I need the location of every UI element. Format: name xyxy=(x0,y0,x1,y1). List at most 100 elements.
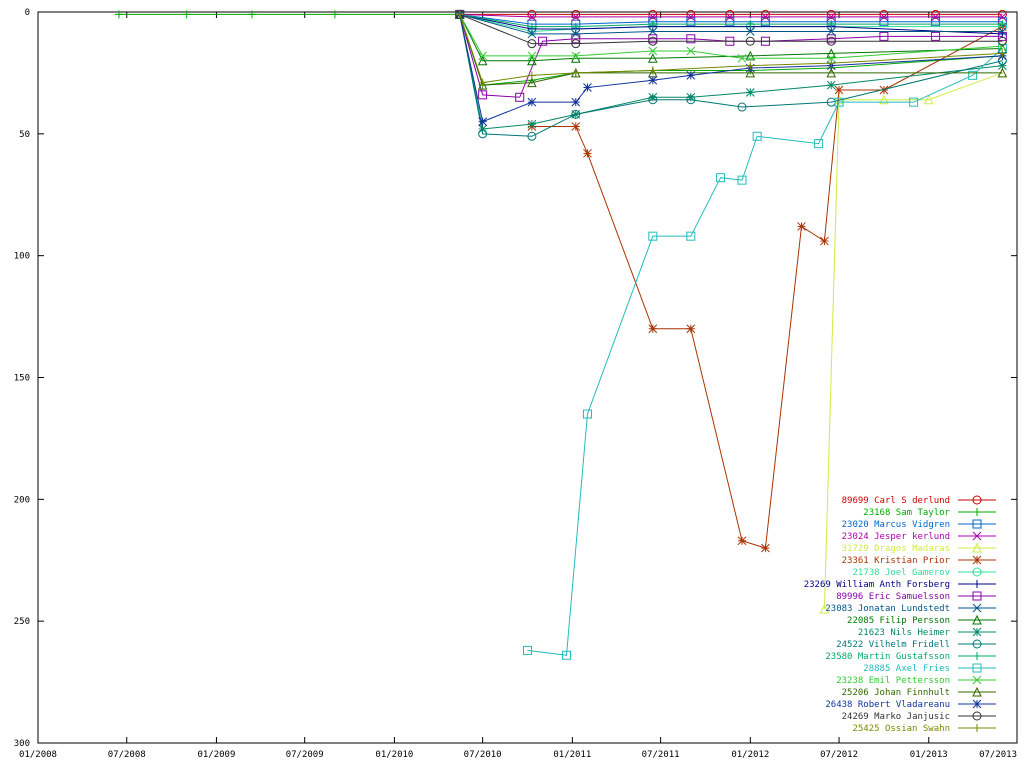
point-square xyxy=(686,34,696,44)
point-square xyxy=(478,90,488,100)
legend-item: 23361 Kristian Prior xyxy=(842,555,996,566)
point-square xyxy=(909,97,919,107)
point-asterisk xyxy=(972,555,982,565)
point-x xyxy=(998,27,1007,36)
point-circle xyxy=(527,39,537,49)
legend-item: 25206 Johan Finnhult xyxy=(842,686,996,698)
point-asterisk xyxy=(648,92,658,102)
point-plus xyxy=(527,22,536,31)
point-x xyxy=(931,12,940,22)
point-circle xyxy=(745,36,755,46)
point-square xyxy=(879,31,889,41)
point-circle xyxy=(972,639,982,649)
point-asterisk xyxy=(797,222,806,231)
legend-item: 21623 Nils Heimer xyxy=(858,627,996,638)
point-asterisk xyxy=(820,236,829,246)
point-asterisk xyxy=(686,324,696,334)
point-x xyxy=(571,12,581,22)
point-circle xyxy=(478,129,488,139)
point-square xyxy=(972,663,982,673)
point-asterisk xyxy=(583,83,592,92)
point-asterisk xyxy=(571,97,581,107)
legend-item: 22085 Filip Persson xyxy=(847,614,996,626)
point-plus xyxy=(827,20,836,29)
x-tick-label: 01/2010 xyxy=(375,750,413,760)
point-plus xyxy=(973,724,981,732)
point-x xyxy=(725,12,735,22)
point-x xyxy=(648,46,658,56)
point-x xyxy=(527,29,537,39)
point-circle xyxy=(527,131,537,141)
point-x xyxy=(998,41,1007,51)
point-square xyxy=(931,31,941,41)
legend-label: 21623 Nils Heimer xyxy=(858,628,951,638)
x-tick-label: 01/2011 xyxy=(553,750,591,760)
point-circle xyxy=(686,9,696,19)
point-x xyxy=(686,46,696,56)
legend-item: 21738 Joel Gamerov xyxy=(852,567,996,578)
point-square xyxy=(562,650,572,660)
point-asterisk xyxy=(998,61,1007,70)
point-plus xyxy=(648,66,657,75)
point-x xyxy=(745,27,755,36)
point-plus xyxy=(998,49,1007,58)
legend-item: 23024 Jesper kerlund xyxy=(842,531,996,542)
point-triangle xyxy=(972,686,982,697)
legend-item: 25425 Ossian Swahn xyxy=(852,724,996,734)
legend-item: 23083 Jonatan Lundstedt xyxy=(825,603,996,614)
point-x xyxy=(972,531,982,541)
legend-label: 23024 Jesper kerlund xyxy=(842,532,950,542)
point-circle xyxy=(760,9,770,19)
point-plus xyxy=(114,10,123,19)
point-circle xyxy=(931,9,941,19)
legend-item: 23269 William Anth Forsberg xyxy=(804,580,996,590)
point-square xyxy=(931,17,941,27)
point-triangle xyxy=(745,50,756,61)
series-14 xyxy=(523,44,1007,660)
legend-label: 23020 Marcus Vidgren xyxy=(842,520,950,530)
series-line xyxy=(459,13,1003,25)
series-line xyxy=(527,48,1003,656)
legend-label: 31729 Dragos Madaras xyxy=(842,544,950,554)
x-tick-label: 07/2008 xyxy=(108,750,146,760)
point-asterisk xyxy=(826,80,836,90)
series-line xyxy=(459,14,1003,137)
point-circle xyxy=(997,36,1007,46)
point-plus xyxy=(248,10,257,19)
point-plus xyxy=(998,20,1007,29)
point-x xyxy=(826,12,836,22)
series-19 xyxy=(455,10,1007,87)
series-line xyxy=(459,14,1003,84)
legend-item: 89996 Eric Samuelsson xyxy=(836,591,996,602)
point-triangle xyxy=(879,94,889,105)
series-2 xyxy=(455,9,1007,29)
legend-label: 89996 Eric Samuelsson xyxy=(836,592,950,602)
point-square xyxy=(686,231,696,241)
point-circle xyxy=(737,102,747,112)
series-5 xyxy=(527,22,1007,553)
point-circle xyxy=(648,95,658,105)
legend-label: 23083 Jonatan Lundstedt xyxy=(825,604,950,614)
series-line xyxy=(459,14,1003,123)
point-asterisk xyxy=(737,536,747,546)
legend-label: 89699 Carl S derlund xyxy=(842,496,950,506)
y-tick-label: 250 xyxy=(14,617,30,627)
point-square xyxy=(814,139,824,149)
point-square xyxy=(972,519,982,529)
point-square xyxy=(716,173,726,183)
point-square xyxy=(571,34,581,44)
point-circle xyxy=(997,9,1007,19)
point-x xyxy=(879,12,889,22)
point-plus xyxy=(827,59,836,68)
x-tick-label: 01/2013 xyxy=(910,750,948,760)
point-asterisk xyxy=(745,88,755,97)
point-plus xyxy=(746,20,755,29)
point-circle xyxy=(972,567,982,577)
point-x xyxy=(686,12,696,22)
point-circle xyxy=(571,9,581,19)
legend-label: 25206 Johan Finnhult xyxy=(842,688,950,698)
